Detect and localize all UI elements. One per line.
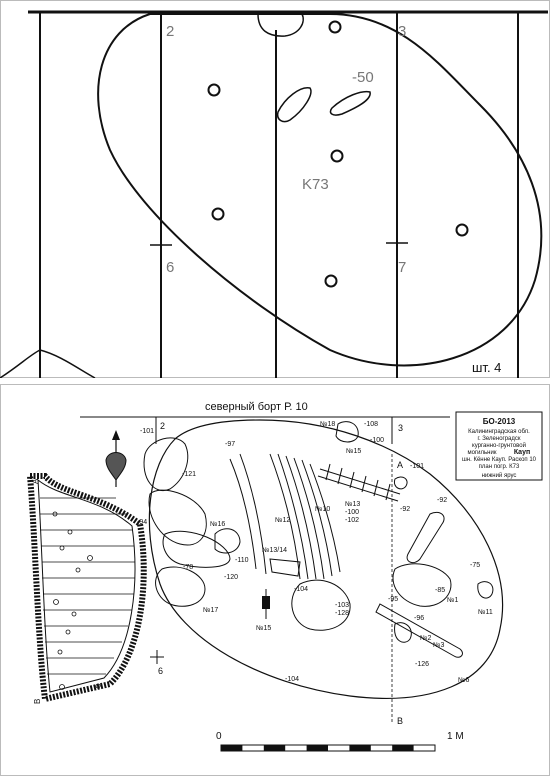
find-label: №13 [345,501,360,508]
north-arrow-icon [105,430,127,487]
depth-label: -110 [235,557,249,564]
sheet-label: шт. 4 [472,360,501,375]
find-label: №16 [210,521,225,528]
burial-pit-outline [148,419,504,699]
find-label: №6 [458,677,470,684]
post-hole [207,83,221,97]
post-hole [324,274,338,288]
depth-label: -97 [225,441,235,448]
post-hole [330,149,344,163]
stamp-line: нижний ярус [482,472,517,479]
depth-label: -126 [415,661,429,668]
grid-label-2: 2 [166,23,174,40]
depth-label: -108 [364,421,378,428]
find-label: №12 [275,517,290,524]
top-plan-panel: 2 3 6 7 -50 K73 шт. 4 [0,0,550,378]
stamp-site: Кауп [514,449,530,456]
depth-label: -78 [183,564,193,571]
stamp-code: БО-2013 [483,417,516,426]
depth-label: -120 [224,574,238,581]
depth-label: -94 [137,519,147,526]
section-label-b: B [33,699,42,704]
find-12-icon [262,589,270,619]
stone-1 [257,13,304,37]
depth-label: -101 [140,428,154,435]
vertebrae [317,463,401,502]
adjacent-pit-outline [0,349,96,378]
depth-label: -103 [335,602,349,609]
rib-bones [229,453,341,580]
stamp-line: шн. Кённе Кауп. Раскоп 10 [462,457,537,463]
grid-label-3: 3 [398,23,406,40]
depth-label: -104 [285,676,299,683]
stamp-line: г. Зеленоградск [477,436,520,442]
cranial-remains [143,437,231,568]
find-label: №17 [203,607,218,614]
depth-label: -102 [345,517,359,524]
section-profile [26,473,147,703]
find-label: №18 [320,421,335,428]
depth-label: -100 [370,437,384,444]
depth-label: -92 [400,506,410,513]
depth-label: -95 [388,596,398,603]
find-label: №2 [420,635,432,642]
scale-start-label: 0 [216,731,222,742]
post-hole [211,207,225,221]
depth-label: -85 [435,587,445,594]
stamp-line: Калининградская обл. [468,429,530,435]
find-labels: №18 №15 №16 №13/14 №10 №13 №12 №17 №15 №… [203,421,493,684]
depth-label: -96 [414,615,424,622]
depth-label: -75 [470,562,480,569]
find-label: №11 [478,609,493,616]
depth-label: -100 [345,509,359,516]
find-label: №15 [346,448,361,455]
stone-3 [329,90,371,116]
bone-fragments [155,421,494,658]
top-plan-drawing: 2 3 6 7 -50 K73 шт. 4 [0,0,550,378]
find-label: №15 [256,625,271,632]
grid-label-6: 6 [158,666,163,676]
grid-label-6: 6 [166,259,174,276]
plan-title: северный борт Р. 10 [205,401,308,413]
section-label-a: A [397,460,403,470]
depth-labels: -101 -97 -108 -100 -101 -121 -92 -94 -92… [137,421,480,683]
burial-label: K73 [302,176,329,193]
depth-label: -50 [352,69,374,86]
stamp-line: курганно-грунтовой [472,442,526,449]
scale-bar [220,744,436,752]
bottom-plan-drawing: северный борт Р. 10 2 3 6 A B БО-2013 Ка… [0,384,550,776]
scale-end-label: 1 М [447,731,464,742]
find-label: №13/14 [262,547,287,554]
depth-label: -101 [410,463,424,470]
bottom-plan-panel: северный борт Р. 10 2 3 6 A B БО-2013 Ка… [0,384,550,776]
stone-2 [276,87,312,123]
find-label: №10 [315,506,330,513]
stamp-line: план погр. К73 [479,464,520,470]
depth-label: -121 [182,471,196,478]
post-hole [455,223,469,237]
section-label-b: B [397,716,403,726]
find-label: №3 [433,642,445,649]
burial-pit-outline [97,13,543,367]
site-stamp: БО-2013 Калининградская обл. г. Зеленогр… [455,411,543,481]
section-label-a: A [31,478,40,484]
depth-label: -92 [437,497,447,504]
depth-label: -128 [335,610,349,617]
grid-label-7: 7 [398,259,406,276]
find-label: №1 [447,597,459,604]
depth-label: -104 [294,586,308,593]
post-hole [328,20,342,34]
grid-label-3: 3 [398,423,403,433]
stamp-line: могильник [468,450,497,456]
grid-label-2: 2 [160,421,165,431]
